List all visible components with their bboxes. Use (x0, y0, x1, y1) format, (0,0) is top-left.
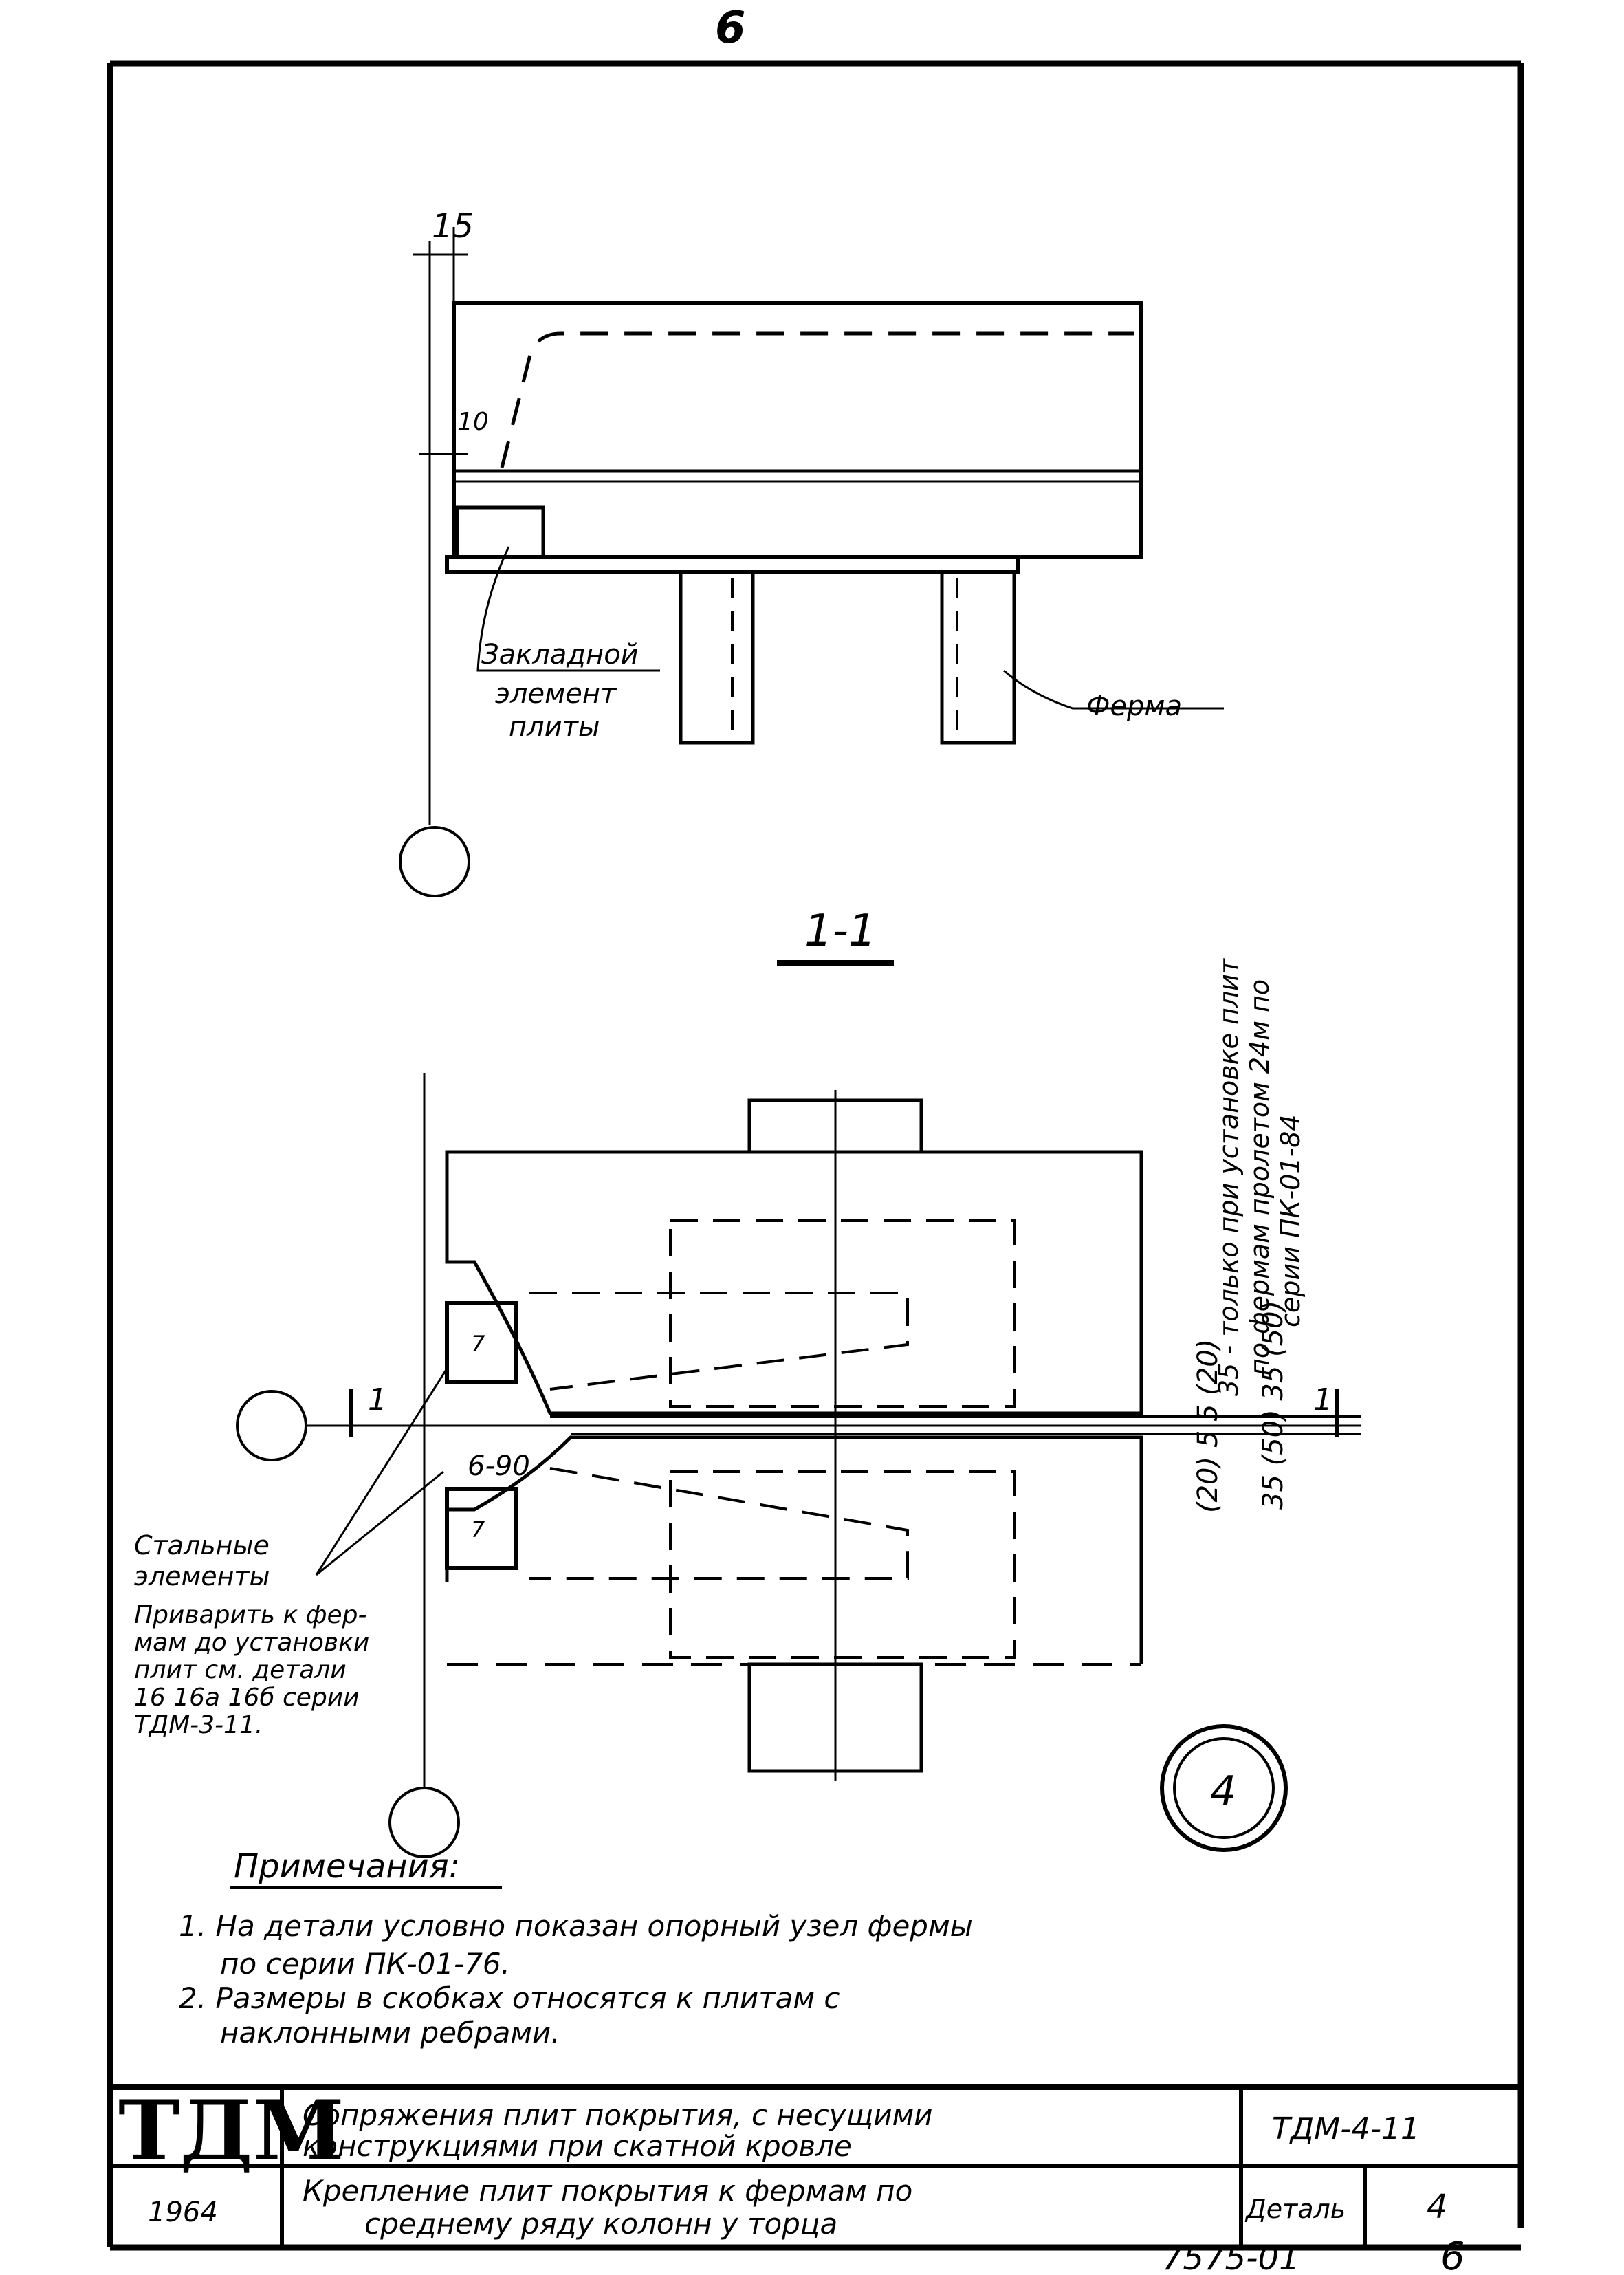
weld-note-2: мам до установки (134, 1629, 369, 1657)
tb-detail-value: 4 (1427, 2188, 1448, 2226)
steel-element-lower (445, 1487, 518, 1570)
embedded-element (455, 505, 545, 559)
note-1: 1. На детали условно показан опорный узе… (179, 1909, 973, 1943)
lower-slab-outline (445, 1435, 1143, 1664)
title-block: ТДМ 1964 Сопряжения плит покрытия, с нес… (110, 2082, 1521, 2247)
section-mark-left: 1 (368, 1382, 387, 1417)
truss-leg-left (679, 570, 755, 745)
tb-series: ТДМ-4-11 (1272, 2111, 1420, 2146)
axis-bubble-bottom (388, 1787, 460, 1858)
bottom-page-number: 6 (1440, 2234, 1465, 2275)
tb-title-line2: конструкциями при скатной кровле (303, 2129, 852, 2163)
note-1b: по серии ПК-01-76. (220, 1947, 510, 1981)
upper-end-rib-dashed (529, 1292, 909, 1391)
tb-detail-label: Деталь (1244, 2194, 1346, 2224)
upper-rib-dashed (669, 1219, 1016, 1408)
archive-number: 7575-01 (1162, 2239, 1300, 2275)
elevation-view: 15 10 Закладной элемент плиты Ферма (399, 207, 1224, 897)
steel-element-upper (445, 1301, 518, 1384)
vertical-note-3: серии ПК-01-84 (1275, 1114, 1306, 1327)
weld-mark-lower: 7 (471, 1516, 485, 1543)
dims-left: (20) 5 5 (20) (1192, 1339, 1224, 1513)
tb-title-line1: Сопряжения плит покрытия, с несущими (303, 2098, 932, 2132)
note-2b: наклонными ребрами. (220, 2016, 560, 2049)
tb-logo: ТДМ (118, 2082, 344, 2179)
section-mark-right: 1 (1313, 1382, 1332, 1417)
notes-title: Примечания: (234, 1847, 460, 1886)
leader-truss (1003, 669, 1224, 710)
vertical-note-1: 35 - только при установке плит (1214, 957, 1244, 1396)
label-truss: Ферма (1086, 690, 1182, 722)
dim-6-90: 6-90 (468, 1450, 530, 1482)
label-embedded-1: Закладной (481, 639, 639, 671)
upper-slab-outline (445, 1150, 1143, 1415)
leader-steel (315, 1368, 448, 1576)
weld-note-5: ТДМ-3-11. (134, 1711, 263, 1739)
detail-bubble-inner (1173, 1737, 1275, 1839)
steel-label-2: элементы (134, 1561, 270, 1591)
truss-leg-right (940, 570, 1016, 745)
dim-15: 15 (432, 207, 474, 246)
axis-bubble-top (399, 826, 470, 897)
dim-10: 10 (457, 408, 489, 436)
label-embedded-3: плиты (509, 711, 600, 743)
dims-right: 35 (50) 35 (50) (1258, 1300, 1289, 1510)
weld-mark-upper: 7 (471, 1331, 485, 1357)
tb-sub-line2: среднему ряду колонн у торца (364, 2207, 837, 2241)
slab-rib-dashed (500, 331, 1134, 468)
vertical-note-2: по фермам пролетом 24м по (1244, 979, 1275, 1375)
support-plate (445, 555, 1020, 574)
steel-label-1: Стальные (134, 1530, 270, 1560)
leader-embedded (476, 546, 660, 672)
weld-note-1: Приварить к фер- (134, 1601, 366, 1629)
slab-outline (452, 301, 1143, 559)
top-page-number: 6 (715, 3, 746, 54)
lower-end-rib-dashed (529, 1467, 909, 1580)
tb-year: 1964 (148, 2197, 218, 2228)
label-embedded-2: элемент (495, 678, 617, 710)
weld-note-4: 16 16а 16б серии (134, 1684, 360, 1712)
note-2: 2. Размеры в скобках относятся к плитам … (179, 1981, 840, 2015)
axis-bubble-left (236, 1390, 307, 1461)
plan-view: 7 7 6-90 1 1 (20) 5 5 (20) 35 (50) 35 (5… (134, 957, 1361, 1858)
detail-bubble-outer (1160, 1724, 1288, 1852)
detail-number: 4 (1210, 1767, 1236, 1816)
section-label: 1-1 (804, 906, 877, 957)
weld-note-3: плит см. детали (134, 1656, 347, 1684)
tb-sub-line1: Крепление плит покрытия к фермам по (303, 2174, 912, 2208)
lower-rib-dashed (669, 1470, 1016, 1659)
